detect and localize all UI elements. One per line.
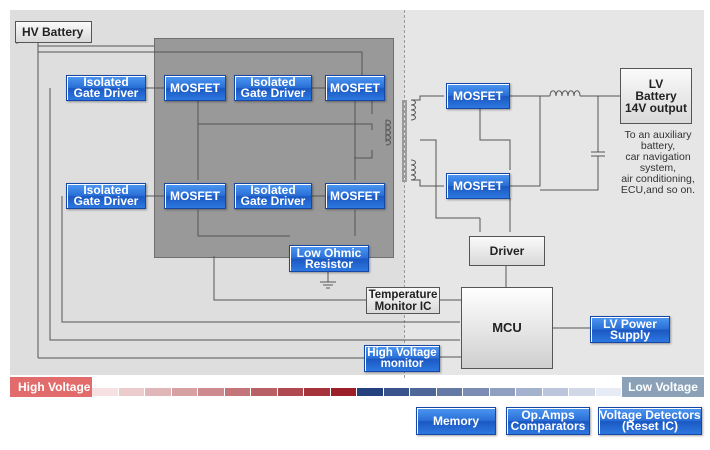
gradient-segment bbox=[171, 388, 197, 396]
note-line3: car navigation bbox=[625, 151, 691, 163]
mosfet-bottom-right: MOSFET bbox=[325, 183, 385, 209]
gradient-segment bbox=[383, 388, 409, 396]
op-amps-label-line2: Comparators bbox=[510, 419, 586, 433]
gate-driver-label-line1: Isolated bbox=[250, 75, 296, 89]
resistor-label-line1: Low Ohmic bbox=[296, 245, 362, 260]
isolation-divider bbox=[404, 10, 405, 378]
lv-battery-label-line1: LV bbox=[648, 77, 664, 91]
gate-driver-label-line1: Isolated bbox=[250, 183, 296, 197]
gradient-segment bbox=[304, 388, 330, 396]
memory-label: Memory bbox=[432, 413, 479, 428]
hv-battery: HV Battery bbox=[15, 21, 92, 43]
gradient-segment bbox=[569, 388, 595, 396]
voltage-gradient-bar bbox=[92, 388, 622, 396]
driver-label: Driver bbox=[489, 244, 525, 258]
note-line5: air conditioning, bbox=[621, 173, 695, 185]
lv-battery-label-line2: Battery bbox=[635, 89, 677, 103]
voltage-detectors: Voltage Detectors(Reset IC) bbox=[598, 407, 702, 435]
note-line1: To an auxiliary bbox=[624, 129, 692, 141]
lv-power-label-line1: LV Power bbox=[603, 316, 657, 331]
gate-driver-label-line2: Gate Driver bbox=[240, 194, 306, 208]
voltage-detectors-label-line2: (Reset IC) bbox=[621, 419, 678, 433]
mosfet-label: MOSFET bbox=[453, 178, 503, 193]
hv-monitor-label-line2: monitor bbox=[380, 357, 424, 370]
voltage-detectors-label-line1: Voltage Detectors bbox=[599, 408, 701, 422]
gradient-segment bbox=[357, 388, 383, 396]
gradient-segment bbox=[516, 388, 542, 396]
mosfet-secondary-top: MOSFET bbox=[446, 83, 510, 109]
gate-driver-label-line2: Gate Driver bbox=[240, 86, 306, 100]
note-line4: system, bbox=[639, 162, 677, 174]
temperature-monitor-label-line2: Monitor IC bbox=[374, 300, 432, 313]
mosfet-label: MOSFET bbox=[453, 88, 503, 103]
gradient-segment bbox=[542, 388, 568, 396]
gradient-segment bbox=[463, 388, 489, 396]
lv-battery-label-line3: 14V output bbox=[625, 101, 687, 115]
gradient-segment bbox=[92, 388, 118, 396]
gradient-segment bbox=[489, 388, 515, 396]
gradient-segment bbox=[277, 388, 303, 396]
gate-driver-label-line2: Gate Driver bbox=[73, 194, 139, 208]
hv-battery-label: HV Battery bbox=[22, 25, 84, 39]
low-voltage-legend: Low Voltage bbox=[622, 377, 704, 397]
mcu: MCU bbox=[461, 287, 553, 369]
mcu-label: MCU bbox=[492, 320, 522, 335]
mosfet-label: MOSFET bbox=[330, 80, 380, 95]
gradient-segment bbox=[145, 388, 171, 396]
mosfet-label: MOSFET bbox=[170, 188, 220, 203]
temperature-monitor-label-line1: Temperature bbox=[368, 288, 438, 301]
low-voltage-label: Low Voltage bbox=[628, 380, 698, 394]
mosfet-bottom-left: MOSFET bbox=[164, 183, 226, 209]
gradient-segment bbox=[330, 388, 356, 396]
gate-driver-label-line1: Isolated bbox=[83, 183, 129, 197]
gradient-segment bbox=[118, 388, 144, 396]
gate-driver-label-line1: Isolated bbox=[83, 75, 129, 89]
gradient-segment bbox=[595, 388, 621, 396]
gate-driver-label-line2: Gate Driver bbox=[73, 86, 139, 100]
full-bridge-area bbox=[154, 38, 394, 258]
note-line2: battery, bbox=[640, 140, 676, 152]
lv-power-label-line2: Supply bbox=[609, 327, 650, 342]
gradient-segment bbox=[410, 388, 436, 396]
mosfet-label: MOSFET bbox=[330, 188, 380, 203]
hv-monitor-label-line1: High Voltage bbox=[367, 346, 437, 359]
high-voltage-label: High Voltage bbox=[18, 380, 91, 394]
auxiliary-note: To an auxiliary battery, car navigation … bbox=[606, 130, 710, 196]
gradient-segment bbox=[224, 388, 250, 396]
note-line6: ECU,and so on. bbox=[620, 184, 696, 196]
resistor-label-line2: Resistor bbox=[304, 256, 353, 271]
mosfet-top-right: MOSFET bbox=[325, 75, 385, 101]
gradient-segment bbox=[251, 388, 277, 396]
gradient-segment bbox=[436, 388, 462, 396]
op-amps-label-line1: Op.Amps bbox=[521, 408, 575, 422]
driver: Driver bbox=[469, 236, 545, 266]
mosfet-top-left: MOSFET bbox=[164, 75, 226, 101]
mosfet-label: MOSFET bbox=[170, 80, 220, 95]
mosfet-secondary-bottom: MOSFET bbox=[446, 173, 510, 199]
high-voltage-legend: High Voltage bbox=[10, 377, 92, 397]
memory: Memory bbox=[416, 407, 496, 435]
gradient-segment bbox=[198, 388, 224, 396]
